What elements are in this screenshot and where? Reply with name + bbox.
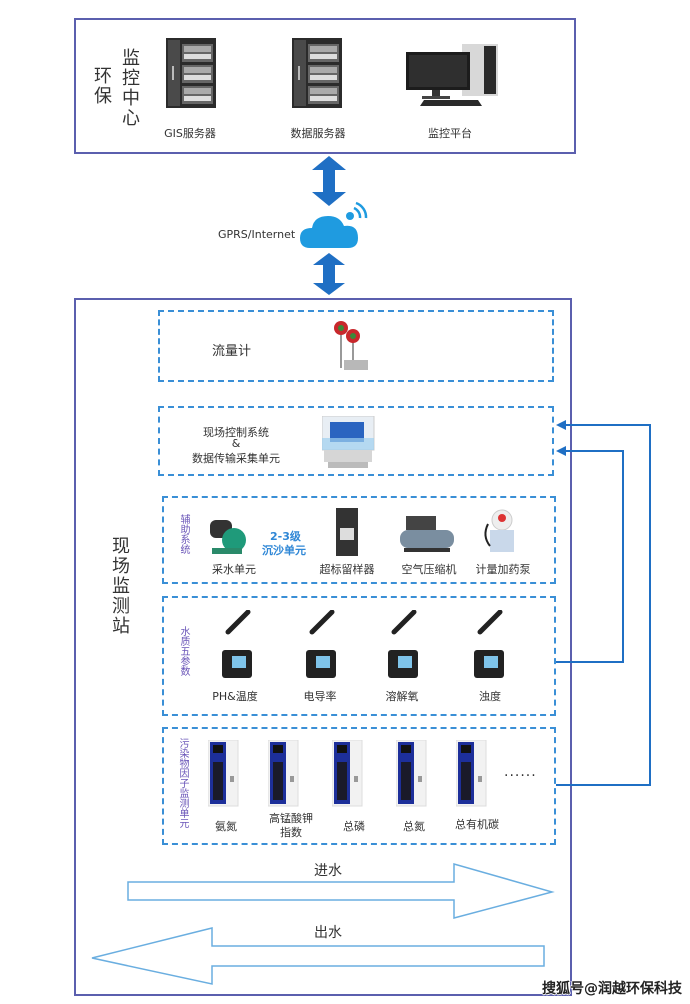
aux-system-box (162, 496, 556, 584)
aux-item-label: 采水单元 (212, 563, 256, 576)
connector-water-quality (556, 450, 624, 663)
control-system-line2: & (231, 437, 241, 450)
analyzer-cabinet-icon (332, 740, 363, 807)
double-arrow-icon (313, 253, 345, 295)
control-system-line3: 数据传输采集单元 (192, 452, 280, 465)
field-station-box (74, 298, 572, 996)
monitor-platform-label: 监控平台 (428, 127, 472, 140)
network-label: GPRS/Internet (218, 228, 296, 241)
sand-unit-line2: 沉沙单元 (262, 544, 306, 557)
inflow-arrow-icon (127, 863, 555, 919)
center-title-right: 监控中心 (119, 48, 140, 128)
outflow-label: 出水 (314, 925, 342, 941)
flowmeter-box (158, 310, 554, 382)
server-rack-icon (166, 38, 216, 108)
pollutant-item-label-2: 指数 (280, 826, 302, 839)
cloud-wireless-icon (300, 201, 368, 248)
center-title-left: 环保 (91, 66, 112, 106)
aux-item-label: 空气压缩机 (401, 563, 457, 576)
pollutant-item-label: 总有机碳 (455, 818, 499, 831)
pollutant-item-label: 高锰酸钾 (269, 812, 313, 825)
pollutant-title: 污染物因子监测单元 (177, 738, 188, 828)
wq-item-label: 电导率 (303, 690, 337, 703)
gis-server-label: GIS服务器 (164, 127, 216, 140)
water-quality-box (162, 596, 556, 716)
sensor-probe-icon (306, 610, 336, 678)
aux-item-label: 超标留样器 (319, 563, 375, 576)
analyzer-cabinet-icon (208, 740, 239, 807)
control-system-box (158, 406, 554, 476)
analyzer-cabinet-icon (396, 740, 427, 807)
pollutant-item-label: 总磷 (343, 820, 365, 833)
pollutant-item-label: 氨氮 (215, 820, 237, 833)
aux-item-label: 计量加药泵 (475, 563, 531, 576)
flowmeter-icon (334, 321, 368, 370)
sampler-icon (336, 508, 358, 556)
water-pump-icon (210, 520, 246, 554)
arrowhead-icon (556, 420, 566, 430)
flowmeter-label: 流量计 (212, 344, 252, 359)
water-quality-title: 水质五参数 (178, 626, 189, 676)
wq-item-label: 溶解氧 (385, 690, 419, 703)
sensor-probe-icon (222, 610, 252, 678)
data-server-label: 数据服务器 (290, 127, 346, 140)
wq-item-label: 浊度 (479, 690, 501, 703)
pollutant-box (162, 727, 556, 845)
sensor-probe-icon (388, 610, 418, 678)
aux-system-title: 辅助系统 (178, 514, 189, 554)
server-rack-icon (292, 38, 342, 108)
double-arrow-icon (312, 156, 346, 206)
pollutant-item-label: 总氮 (403, 820, 425, 833)
arrowhead-icon (556, 446, 566, 456)
analyzer-cabinet-icon (268, 740, 299, 807)
sensor-probe-icon (474, 610, 504, 678)
dosing-pump-icon (484, 509, 514, 552)
more-ellipsis: ······ (504, 768, 537, 784)
analyzer-cabinet-icon (456, 740, 487, 807)
desktop-computer-icon (406, 44, 498, 106)
inflow-label: 进水 (314, 863, 342, 879)
air-compressor-icon (400, 516, 454, 552)
sand-unit-line1: 2-3级 (270, 530, 301, 543)
control-cabinet-icon (322, 416, 375, 468)
station-title: 现场监测站 (109, 536, 130, 636)
watermark: 搜狐号@润越环保科技 (542, 981, 682, 997)
outflow-arrow-icon (91, 927, 545, 985)
wq-item-label: PH&温度 (212, 690, 258, 703)
control-system-line1: 现场控制系统 (203, 426, 269, 439)
connector-pollutant (556, 424, 651, 786)
